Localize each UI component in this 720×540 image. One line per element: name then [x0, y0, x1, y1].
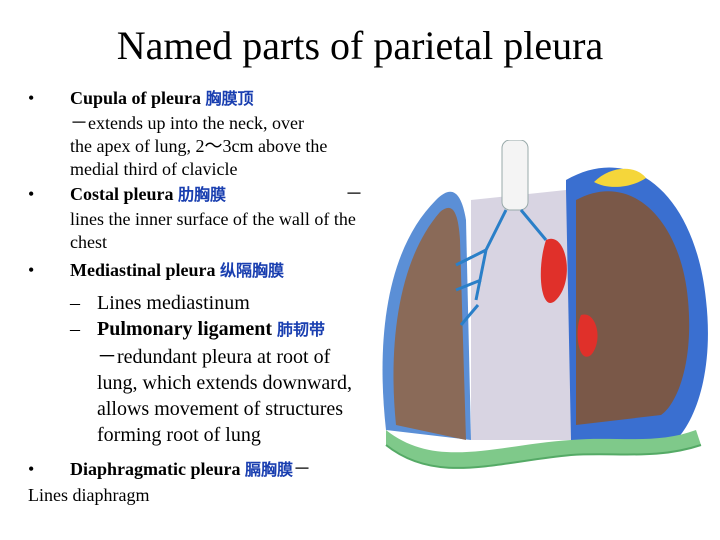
bullet-text: lines the inner surface of the wall of t… [70, 209, 356, 252]
sub-text: －redundant pleura at root of lung, which… [97, 346, 352, 446]
dash-marker: – [70, 292, 80, 314]
dash-mark: － [293, 459, 312, 479]
pleura-diagram [382, 140, 708, 469]
sub-heading: Pulmonary ligament 肺韧带 [97, 318, 326, 340]
bullet-heading: Diaphragmatic pleura 膈胸膜－ [70, 459, 312, 479]
bullet-text: －extends up into the neck, over [70, 113, 304, 133]
chinese-term: 肺韧带 [277, 322, 326, 339]
bullet-item-cupula: • Cupula of pleura 胸膜顶 －extends up into … [28, 86, 373, 181]
bullet-heading: Costal pleura 肋胸膜－ [70, 184, 363, 204]
bullet-text: Lines diaphragm [28, 485, 150, 505]
bullet-marker: • [28, 88, 35, 108]
dash-marker: – [70, 318, 80, 340]
bullet-marker: • [28, 459, 35, 479]
dash-mark: － [345, 184, 363, 204]
sub-text: Lines mediastinum [97, 292, 250, 314]
lung-left [576, 191, 690, 425]
slide-title: Named parts of parietal pleura [116, 23, 604, 68]
bullet-marker: • [28, 260, 35, 280]
cupula-highlight [594, 168, 646, 187]
bronchi [455, 209, 548, 326]
vessel [577, 314, 598, 357]
chinese-term: 肋胸膜 [178, 187, 227, 204]
bullet-heading: Mediastinal pleura 纵隔胸膜 [70, 260, 285, 280]
lung-right [393, 207, 466, 440]
vessel [540, 238, 567, 303]
chinese-term: 纵隔胸膜 [220, 263, 285, 280]
bullet-item-diaphragmatic: • Diaphragmatic pleura 膈胸膜－ Lines diaphr… [28, 457, 373, 507]
bullet-marker: • [28, 184, 35, 204]
sub-item-lines-mediastinum: – Lines mediastinum [70, 290, 373, 316]
mediastinum [471, 190, 571, 440]
bullet-item-costal: • Costal pleura 肋胸膜－ lines the inner sur… [28, 182, 373, 254]
bullet-text: the apex of lung, 2～3cm above the medial… [70, 136, 328, 179]
diaphragm-line [385, 444, 702, 469]
chinese-term: 胸膜顶 [205, 91, 254, 108]
trachea [501, 140, 529, 211]
diaphragm [386, 430, 701, 468]
chinese-term: 膈胸膜 [245, 462, 294, 479]
sub-item-pulmonary-ligament: – Pulmonary ligament 肺韧带 －redundant pleu… [70, 316, 373, 448]
bullet-heading: Cupula of pleura 胸膜顶 [70, 88, 254, 108]
bullet-list: • Cupula of pleura 胸膜顶 －extends up into … [28, 86, 373, 507]
bullet-item-mediastinal: • Mediastinal pleura 纵隔胸膜 – Lines medias… [28, 258, 373, 448]
